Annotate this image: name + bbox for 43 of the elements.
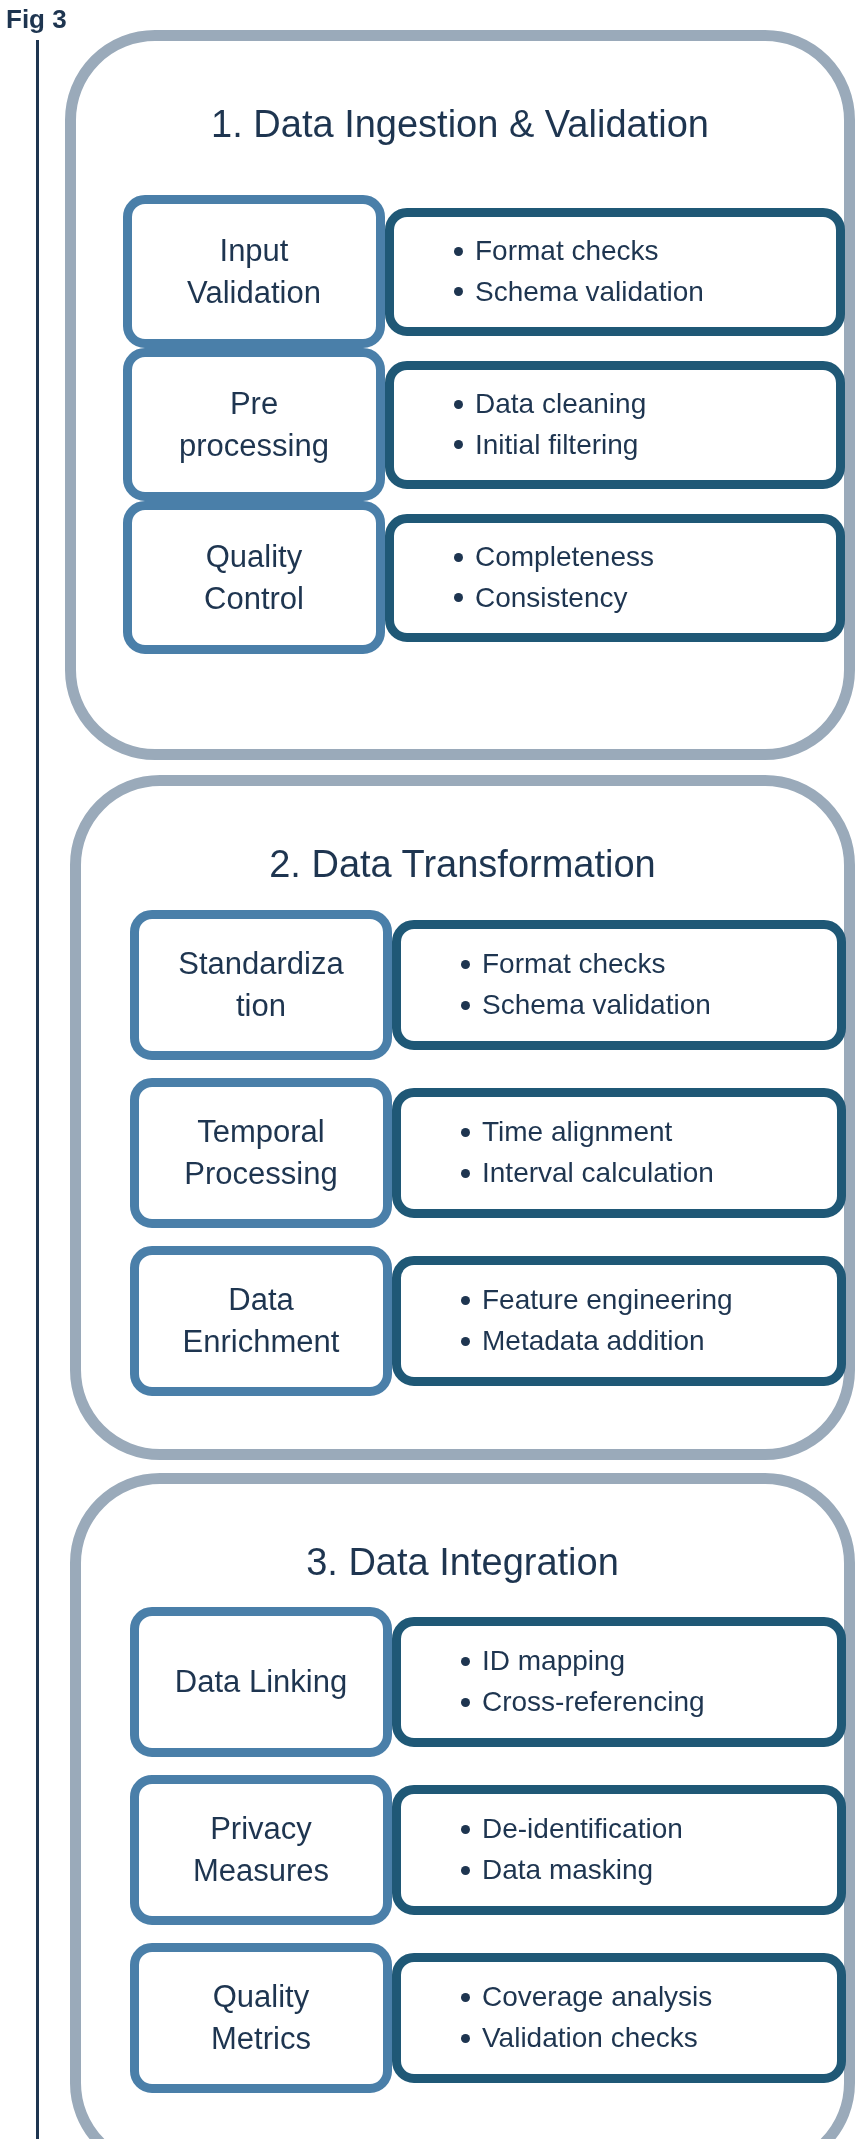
section-panel: [70, 1473, 855, 2139]
bullet-text: Time alignment: [482, 1115, 673, 1150]
step-box: Data Enrichment: [130, 1246, 392, 1396]
bullet-text: Schema validation: [475, 274, 704, 309]
detail-box: [385, 207, 845, 336]
bullet-text: Cross-referencing: [482, 1685, 705, 1719]
detail-box: [392, 1953, 846, 2083]
bullet-text: Coverage analysis: [482, 1980, 713, 2015]
step-box: Quality Control: [123, 501, 385, 654]
bullet-text: Format checks: [475, 233, 659, 268]
section-title: 1. Data Ingestion & Validation: [210, 103, 710, 146]
section-panel: [65, 30, 855, 760]
step-box: Quality Metrics: [130, 1943, 392, 2093]
bullet-text: Consistency: [475, 580, 628, 615]
figure-label: Fig 3: [6, 4, 67, 35]
bullet-text: Completeness: [475, 539, 654, 574]
bullet-text: Data cleaning: [475, 386, 647, 421]
detail-box: [392, 920, 846, 1050]
step-box: Temporal Processing: [130, 1078, 392, 1228]
step-box: Data Linking: [130, 1607, 392, 1757]
bullet-text: Metadata addition: [482, 1324, 705, 1358]
step-box: Privacy Measures: [130, 1775, 392, 1925]
bullet-text: Feature engineering: [482, 1283, 733, 1318]
detail-box: [392, 1785, 846, 1915]
bullet-text: Initial filtering: [475, 427, 639, 462]
step-box: Input Validation: [123, 195, 385, 348]
step-box: Pre processing: [123, 348, 385, 501]
step-box: Standardiza tion: [130, 910, 392, 1060]
bullet-text: Validation checks: [482, 2021, 698, 2055]
detail-box: [385, 513, 845, 642]
detail-box: [392, 1088, 846, 1218]
bullet-text: Format checks: [482, 947, 666, 982]
bullet-text: Schema validation: [482, 988, 711, 1022]
section-panel: [70, 775, 855, 1460]
detail-box: [385, 360, 845, 489]
detail-box: [392, 1256, 846, 1386]
section-title: 3. Data Integration: [305, 1541, 620, 1584]
bullet-text: Interval calculation: [482, 1156, 714, 1190]
bullet-text: Data masking: [482, 1853, 654, 1887]
detail-box: [392, 1617, 846, 1747]
bullet-text: ID mapping: [482, 1644, 626, 1679]
bullet-text: De-identification: [482, 1812, 683, 1847]
section-title: 2. Data Transformation: [268, 843, 657, 886]
